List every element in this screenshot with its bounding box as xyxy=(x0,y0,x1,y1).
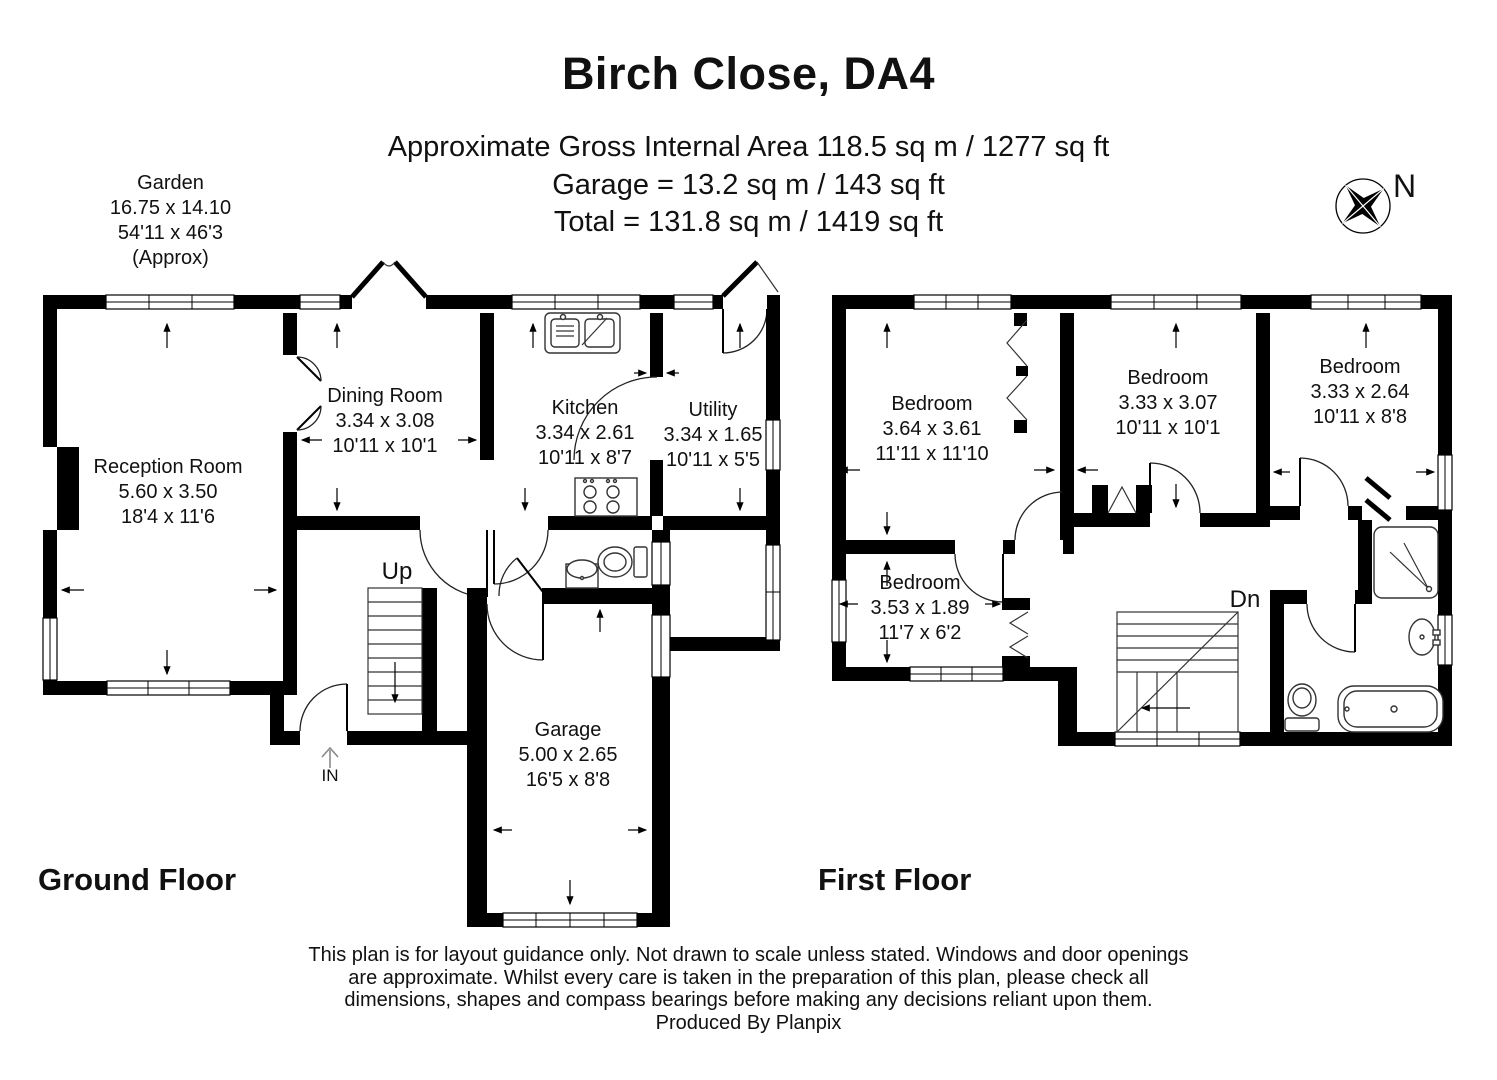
closet-doors-bedroom3 xyxy=(1364,476,1392,522)
room-name: Utility xyxy=(688,399,738,421)
room-label-bedroom1: Bedroom 3.64 x 3.61 11'11 x 11'10 xyxy=(875,392,988,467)
bathtub-icon xyxy=(1337,685,1444,733)
door-arc-bedroom2 xyxy=(1149,462,1201,514)
room-dim-metric: 3.33 x 2.64 xyxy=(1310,381,1410,403)
room-dim-metric: 3.34 x 1.65 xyxy=(663,424,763,446)
stairs-up-label: Up xyxy=(381,558,413,585)
room-dim-metric: 5.00 x 2.65 xyxy=(518,744,618,766)
room-name: Bedroom xyxy=(879,572,961,594)
room-label-kitchen: Kitchen 3.34 x 2.61 10'11 x 8'7 xyxy=(536,396,635,471)
room-dim-imperial: 11'7 x 6'2 xyxy=(878,622,962,644)
floor-plan-first xyxy=(831,294,1453,747)
disclaimer-line: are approximate. Whilst every care is ta… xyxy=(348,966,1149,989)
door-arc-bedroom1 xyxy=(1014,491,1064,541)
door-arc-dining xyxy=(419,529,488,598)
room-label-utility: Utility 3.34 x 1.65 10'11 x 5'5 xyxy=(664,398,763,473)
stairs-down xyxy=(1116,611,1239,733)
area-line-total: Total = 131.8 sq m / 1419 sq ft xyxy=(553,206,944,238)
garden-metric: 16.75 x 14.10 xyxy=(109,197,232,219)
room-dim-imperial: 10'11 x 8'8 xyxy=(1312,406,1407,428)
producer-credit: Produced By Planpix xyxy=(655,1011,842,1034)
door-wc xyxy=(498,557,547,597)
stove-icon xyxy=(574,477,638,517)
garden-approx: (Approx) xyxy=(132,247,209,269)
room-dim-metric: 3.33 x 3.07 xyxy=(1118,392,1218,414)
double-door-reception-dining xyxy=(296,356,322,431)
room-dim-metric: 5.60 x 3.50 xyxy=(118,481,218,503)
sink-icon xyxy=(544,312,621,354)
north-label: N xyxy=(1393,168,1417,204)
room-name: Bedroom xyxy=(1319,356,1401,378)
room-dim-imperial: 18'4 x 11'6 xyxy=(120,506,215,528)
room-dim-metric: 3.34 x 2.61 xyxy=(535,422,635,444)
wardrobe-bedroom1 xyxy=(1006,313,1028,433)
disclaimer-line: This plan is for layout guidance only. N… xyxy=(308,944,1189,966)
window xyxy=(831,294,1453,747)
room-name: Garage xyxy=(534,719,602,741)
chimney-bedroom2 xyxy=(1092,485,1152,514)
door-arc-entrance xyxy=(299,683,348,732)
room-label-dining: Dining Room 3.34 x 3.08 10'11 x 10'1 xyxy=(327,384,443,459)
room-dim-metric: 3.64 x 3.61 xyxy=(882,418,982,440)
toilet-icon xyxy=(1284,683,1320,732)
disclaimer: This plan is for layout guidance only. N… xyxy=(0,944,1497,1034)
room-name: Reception Room xyxy=(93,456,243,478)
cupboard-bedroom4 xyxy=(1002,598,1030,668)
door-arc-utility xyxy=(573,376,658,461)
room-label-bedroom3: Bedroom 3.33 x 2.64 10'11 x 8'8 xyxy=(1311,355,1410,430)
stairs-up xyxy=(367,587,423,715)
room-dim-metric: 3.53 x 1.89 xyxy=(870,597,970,619)
area-line-gross: Approximate Gross Internal Area 118.5 sq… xyxy=(387,131,1110,163)
door-arc-garage xyxy=(486,603,544,661)
first-floor-label: First Floor xyxy=(818,862,972,897)
garden-name: Garden xyxy=(137,172,204,194)
ground-floor-label: Ground Floor xyxy=(38,862,237,897)
room-name: Bedroom xyxy=(891,393,973,415)
door-arc-kitchen xyxy=(493,529,549,585)
door-arc-bathroom xyxy=(1306,603,1356,653)
room-dim-imperial: 10'11 x 10'1 xyxy=(332,435,438,457)
room-name: Bedroom xyxy=(1127,367,1209,389)
window xyxy=(42,294,781,928)
room-label-bedroom4: Bedroom 3.53 x 1.89 11'7 x 6'2 xyxy=(871,571,970,646)
room-dim-imperial: 10'11 x 8'7 xyxy=(537,447,632,469)
room-dim-imperial: 11'11 x 11'10 xyxy=(875,443,989,465)
basin-icon xyxy=(1408,618,1441,656)
page-title: Birch Close, DA4 xyxy=(561,48,936,99)
room-name: Kitchen xyxy=(551,397,619,419)
bay-window-dining xyxy=(350,260,428,299)
dimension-arrows-first xyxy=(838,322,1436,664)
entrance-arrow-icon xyxy=(321,746,339,768)
entrance-label: IN xyxy=(321,766,339,785)
area-line-garage: Garage = 13.2 sq m / 143 sq ft xyxy=(552,169,945,201)
room-dim-metric: 3.34 x 3.08 xyxy=(335,410,435,432)
basin-icon xyxy=(565,559,599,589)
floor-plan-ground xyxy=(42,260,781,928)
stairs-down-label: Dn xyxy=(1229,586,1261,613)
room-dim-imperial: 10'11 x 5'5 xyxy=(665,449,760,471)
compass-icon xyxy=(1335,178,1391,234)
garden-imperial: 54'11 x 46'3 xyxy=(117,222,224,244)
room-dim-imperial: 16'5 x 8'8 xyxy=(525,769,611,791)
shower-icon xyxy=(1373,526,1439,599)
door-arc-bedroom3 xyxy=(1299,457,1349,507)
dimension-arrows-ground xyxy=(60,322,744,906)
room-label-garage: Garage 5.00 x 2.65 16'5 x 8'8 xyxy=(519,718,618,793)
room-label-bedroom2: Bedroom 3.33 x 3.07 10'11 x 10'1 xyxy=(1115,366,1220,441)
room-dim-imperial: 10'11 x 10'1 xyxy=(1115,417,1221,439)
room-label-reception: Reception Room 5.60 x 3.50 18'4 x 11'6 xyxy=(94,455,243,530)
room-name: Dining Room xyxy=(327,385,443,407)
disclaimer-line: dimensions, shapes and compass bearings … xyxy=(344,989,1153,1011)
toilet-icon xyxy=(597,546,648,578)
chimney-breast xyxy=(57,447,79,530)
garden-label: Garden 16.75 x 14.10 54'11 x 46'3 (Appro… xyxy=(63,171,278,271)
